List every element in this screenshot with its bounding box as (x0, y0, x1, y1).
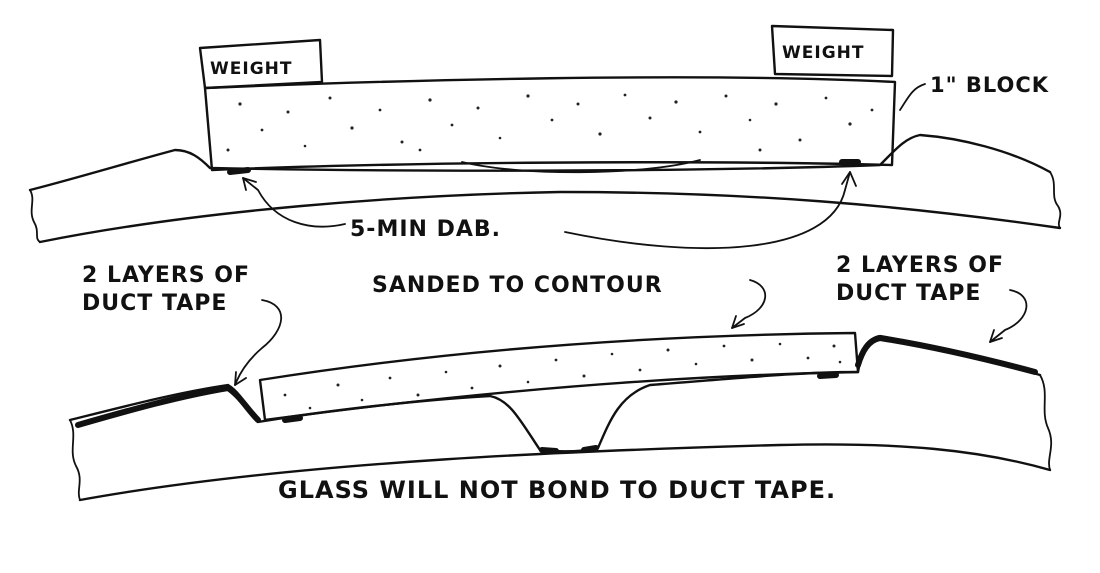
weight-right-label: WEIGHT (782, 43, 864, 63)
tape-left-label-line2: DUCT TAPE (82, 291, 227, 316)
foam-texture-top (227, 94, 874, 152)
foam-block-top (205, 77, 895, 170)
bottom-hull-right-break (1040, 375, 1051, 470)
sanded-label: SANDED TO CONTOUR (372, 273, 663, 298)
tape-right-label-line1: 2 LAYERS OF (836, 253, 1004, 278)
bottom-dab-right (820, 375, 836, 376)
top-hull-underside (40, 192, 1060, 242)
duct-tape-left (78, 388, 258, 425)
bottom-dab-left (285, 418, 300, 420)
sanded-leader (732, 280, 765, 328)
bottom-hull-left-break (70, 420, 80, 500)
tape-left-label-line1: 2 LAYERS OF (82, 263, 250, 288)
bond-note: GLASS WILL NOT BOND TO DUCT TAPE. (278, 476, 836, 504)
weight-left-label: WEIGHT (210, 59, 292, 79)
tape-left-leader (235, 300, 281, 385)
block-label: 1" BLOCK (930, 73, 1049, 97)
dab-arrow-right (565, 172, 850, 248)
top-figure: WEIGHT WEIGHT 1" BLOCK 5-MIN DAB. (30, 26, 1060, 248)
dab-arrow-left (243, 178, 345, 227)
top-hull-left-break (30, 190, 40, 242)
top-hull-right-break (1050, 172, 1060, 228)
dab-arrow-right-head (842, 172, 856, 186)
bottom-hull-surface (70, 336, 1040, 451)
block-leader (900, 84, 925, 110)
tape-right-label-line2: DUCT TAPE (836, 281, 981, 306)
tape-right-leader (990, 290, 1026, 342)
dab-label: 5-MIN DAB. (350, 217, 501, 242)
dab-left (230, 170, 248, 172)
duct-tape-right (858, 338, 1035, 372)
bottom-figure: 2 LAYERS OF DUCT TAPE SANDED TO CONTOUR … (70, 253, 1051, 504)
